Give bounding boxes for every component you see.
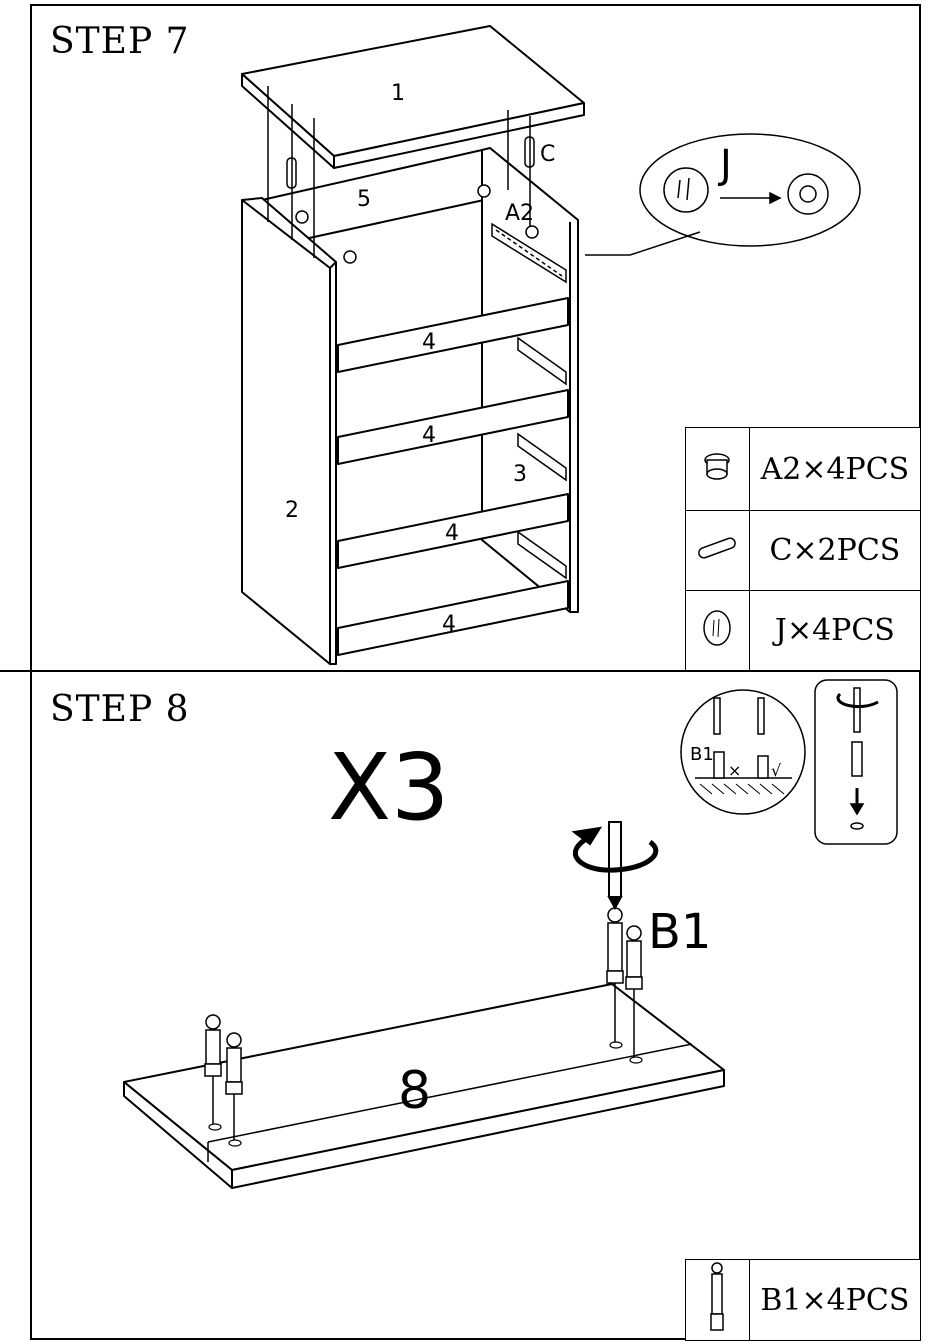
label-side-panel: 2 <box>285 498 299 523</box>
label-dowel: C <box>540 142 555 167</box>
cam-bolt-icon <box>707 1262 727 1334</box>
label-top-panel: 1 <box>391 81 405 106</box>
step7-parts-table: A2×4PCS C×2PCS J×4PCS <box>685 427 921 671</box>
label-cap-callout: J <box>717 142 732 188</box>
top-panel <box>242 26 584 156</box>
label-rail-2: 4 <box>422 423 436 448</box>
cam-lock-icon <box>701 450 733 484</box>
step8-assembly-diagram: B1 8 B1 × √ <box>0 672 950 1232</box>
label-back-rail: 5 <box>357 187 371 212</box>
label-detail-bolt: B1 <box>690 744 714 765</box>
wrong-mark: × <box>728 761 741 780</box>
label-rail-4: 4 <box>442 612 456 637</box>
cover-cap-icon <box>701 608 733 648</box>
cover-cap-shape <box>664 168 708 212</box>
label-rail-1: 4 <box>422 330 436 355</box>
right-mark: √ <box>771 761 782 780</box>
parts-row: A2×4PCS <box>686 428 921 511</box>
parts-qty-b1: B1×4PCS <box>749 1260 920 1341</box>
wood-dowel-icon <box>694 535 740 561</box>
parts-row: J×4PCS <box>686 591 921 671</box>
label-right-panel: 3 <box>513 462 527 487</box>
label-cam: A2 <box>505 201 534 226</box>
label-rail-3: 4 <box>445 521 459 546</box>
label-bottom-board: 8 <box>398 1061 431 1121</box>
parts-row: C×2PCS <box>686 511 921 591</box>
parts-qty-c: C×2PCS <box>749 511 920 591</box>
parts-qty-j: J×4PCS <box>749 591 920 671</box>
screwdriver-shaft-icon <box>609 822 621 897</box>
parts-row: B1×4PCS <box>686 1260 921 1341</box>
label-bolt: B1 <box>648 904 711 960</box>
step8-parts-table: B1×4PCS <box>685 1259 921 1341</box>
parts-qty-a2: A2×4PCS <box>749 428 920 511</box>
